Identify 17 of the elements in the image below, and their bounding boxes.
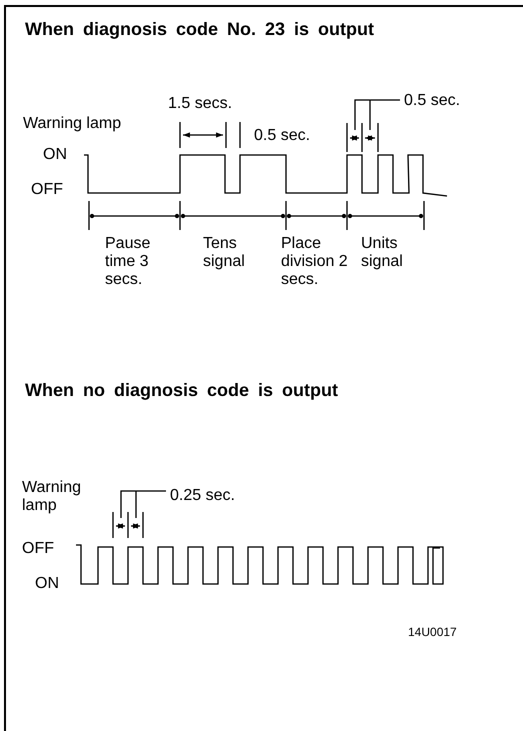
segment-label: Tens signal bbox=[203, 235, 246, 271]
heading: When no diagnosis code is output bbox=[25, 381, 338, 399]
dimension-label: 0.25 sec. bbox=[170, 487, 235, 505]
level-label: ON bbox=[43, 146, 67, 164]
segment-label: Units signal bbox=[361, 235, 404, 271]
segment-label: Place division 2 secs. bbox=[281, 235, 349, 289]
heading: When diagnosis code No. 23 is output bbox=[25, 20, 374, 38]
segment-label: Pause time 3 secs. bbox=[105, 235, 152, 289]
dimension-label: 0.5 sec. bbox=[404, 92, 460, 110]
level-label: ON bbox=[35, 575, 59, 593]
axis-label: Warning lamp bbox=[22, 479, 82, 515]
level-label: OFF bbox=[31, 181, 63, 199]
level-label: OFF bbox=[22, 540, 54, 558]
figure-number: 14U0017 bbox=[408, 624, 457, 641]
dimension-label: 1.5 secs. bbox=[168, 95, 232, 113]
axis-label: Warning lamp bbox=[23, 115, 122, 133]
dimension-label: 0.5 sec. bbox=[254, 127, 310, 145]
